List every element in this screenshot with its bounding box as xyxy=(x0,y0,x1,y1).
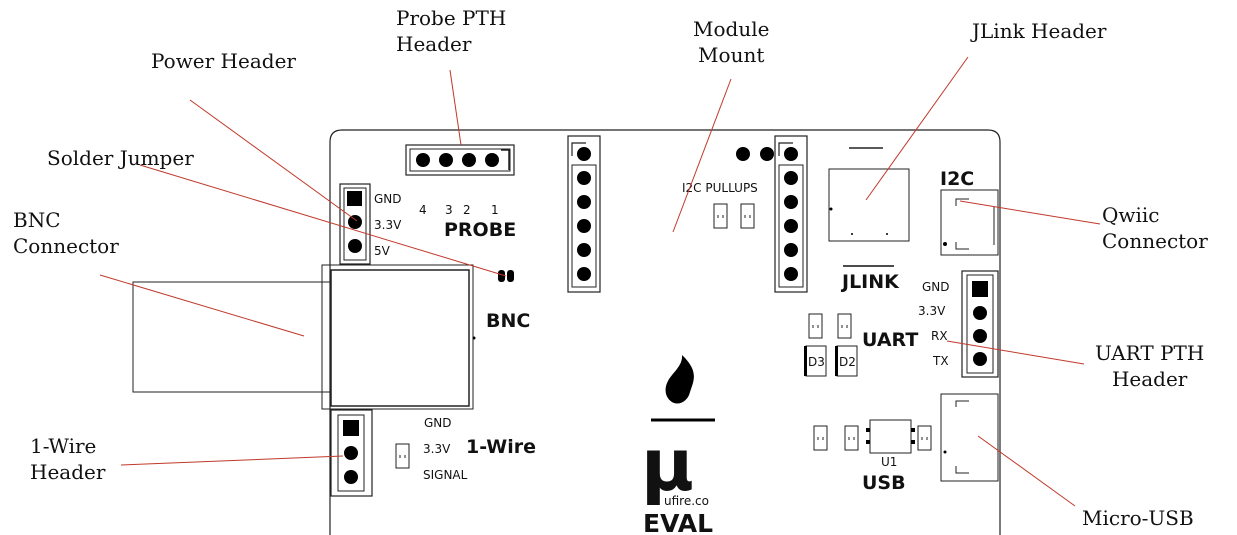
callout-uart-pth-header: UART PTH Header xyxy=(1095,340,1204,392)
uart-pin-3v3: 3.3V xyxy=(918,304,946,318)
leader-bnc xyxy=(100,275,304,336)
onewire-pin-gnd: GND xyxy=(424,416,452,430)
logo-site: ufire.co xyxy=(664,494,709,508)
svg-text:D2: D2 xyxy=(839,355,856,369)
onewire-header xyxy=(331,410,372,496)
jlink-label: JLINK xyxy=(840,271,900,293)
probe-pin-3: 3 xyxy=(445,203,453,217)
bnc-connector xyxy=(133,265,476,409)
bnc-label: BNC xyxy=(486,310,530,332)
callout-solder-jumper: Solder Jumper xyxy=(47,145,194,171)
eval-label: EVAL xyxy=(643,509,713,535)
probe-pin-2: 2 xyxy=(463,203,471,217)
u1-label: U1 xyxy=(881,455,897,469)
uart-pin-gnd: GND xyxy=(922,280,950,294)
module-mount-right xyxy=(775,136,807,292)
callout-micro-usb: Micro-USB xyxy=(1082,505,1194,531)
callout-probe-pth-header: Probe PTH Header xyxy=(396,5,506,57)
i2c-pullup-pads xyxy=(714,204,754,228)
power-pin-5v: 5V xyxy=(374,244,391,258)
onewire-label: 1-Wire xyxy=(466,436,536,458)
power-pin-gnd: GND xyxy=(374,192,402,206)
leader-qwiic xyxy=(960,201,1100,224)
callout-jlink-header: JLink Header xyxy=(972,18,1106,44)
uart-pin-rx: RX xyxy=(931,329,948,343)
probe-pin-4: 4 xyxy=(419,203,427,217)
leader-onewire xyxy=(121,456,343,465)
qwiic-connector xyxy=(941,190,998,255)
led-d3: D3 xyxy=(804,346,826,376)
u1-chip xyxy=(866,420,915,453)
callout-onewire-header: 1-Wire Header xyxy=(30,433,105,485)
led-d2: D2 xyxy=(835,346,857,376)
probe-pth-header xyxy=(406,145,514,175)
callout-module-mount: Module Mount xyxy=(693,16,769,68)
callout-bnc-connector: BNC Connector xyxy=(13,207,119,259)
i2c-pullups-label: I2C PULLUPS xyxy=(682,181,758,195)
uart-pth-header xyxy=(962,271,998,377)
onewire-pin-3v3: 3.3V xyxy=(423,442,451,456)
leader-microusb xyxy=(978,436,1075,506)
micro-usb-connector xyxy=(941,394,998,481)
uart-resistor-pads xyxy=(809,314,851,338)
svg-text:D3: D3 xyxy=(808,355,825,369)
probe-pin-1: 1 xyxy=(491,203,499,217)
leader-uart xyxy=(947,341,1084,364)
power-pin-3v3: 3.3V xyxy=(374,218,402,232)
probe-label: PROBE xyxy=(444,219,516,241)
via-dot-2 xyxy=(760,147,774,161)
uart-label: UART xyxy=(862,329,918,351)
leader-power xyxy=(190,100,357,221)
callout-power-header: Power Header xyxy=(151,48,296,74)
module-mount-left xyxy=(568,136,600,292)
leader-module xyxy=(673,79,731,232)
onewire-pin-signal: SIGNAL xyxy=(423,468,468,482)
i2c-label: I2C xyxy=(940,168,974,190)
power-header xyxy=(340,184,370,264)
jlink-header xyxy=(829,148,909,241)
leader-probe xyxy=(450,70,461,145)
usb-label: USB xyxy=(862,472,906,494)
ufire-logo: µ ufire.co xyxy=(641,355,715,508)
uart-pin-tx: TX xyxy=(932,354,949,368)
callout-qwiic-connector: Qwiic Connector xyxy=(1102,202,1208,254)
via-dot-1 xyxy=(736,147,750,161)
onewire-resistor-pad xyxy=(396,444,409,468)
